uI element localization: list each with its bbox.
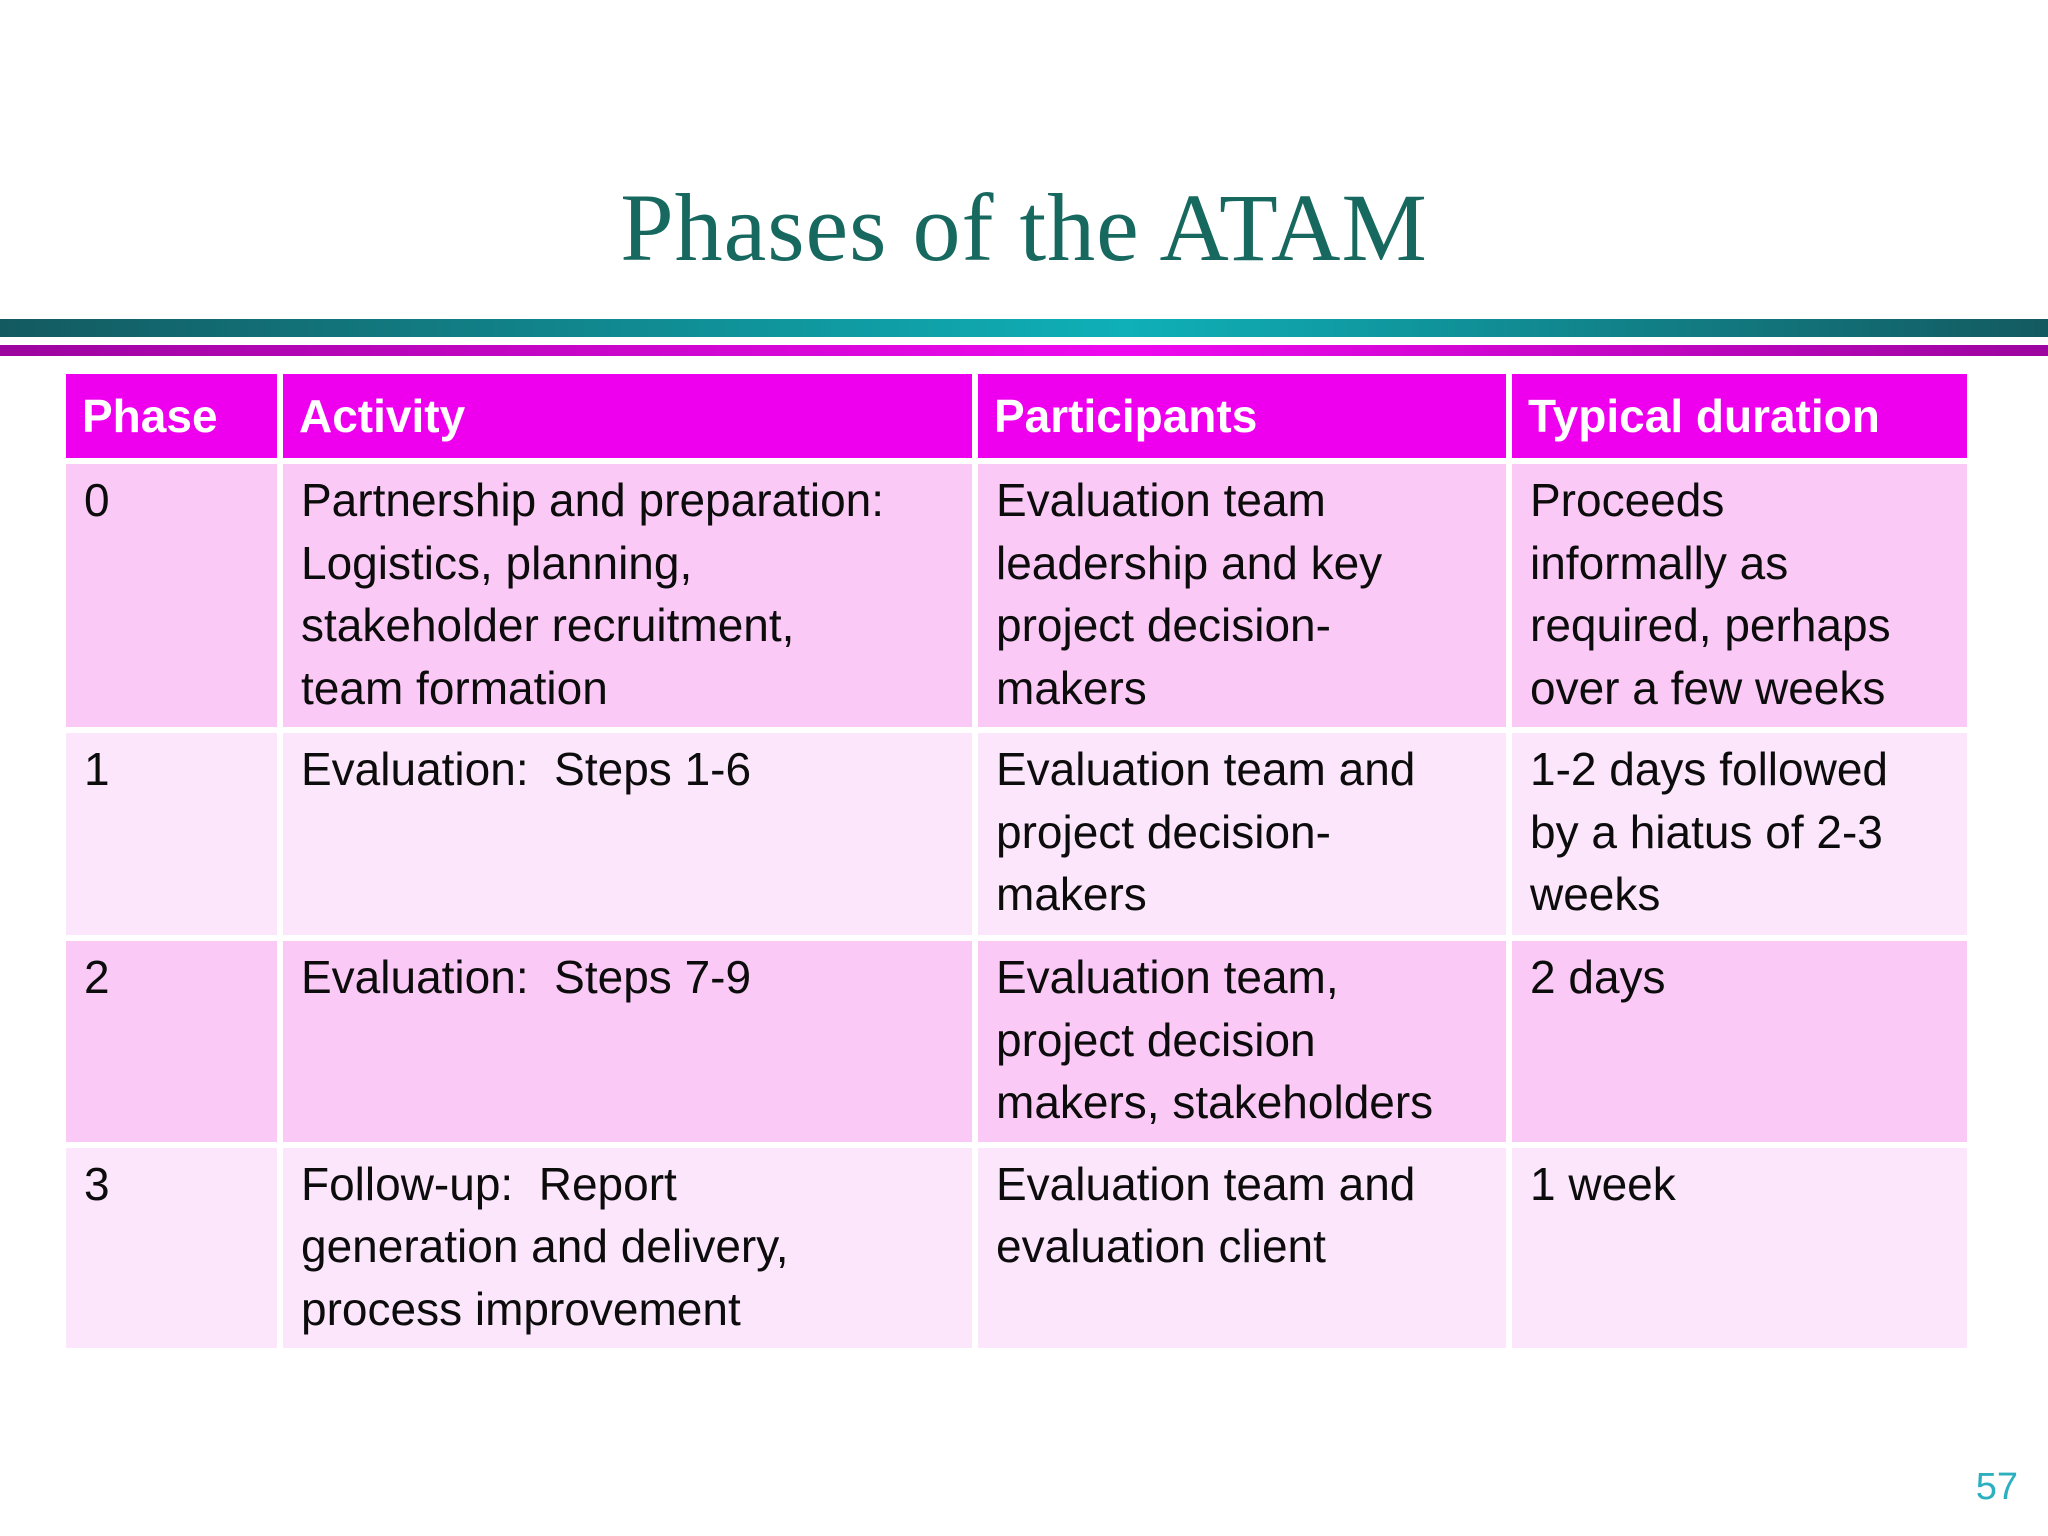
header-cell-participants: Participants <box>978 374 1506 458</box>
cell-activity: Evaluation: Steps 7-9 <box>283 941 972 1142</box>
header-cell-typical-duration: Typical duration <box>1512 374 1967 458</box>
table-row-phase-1: 1 Evaluation: Steps 1-6 Evaluation team … <box>66 733 1967 936</box>
slide-title: Phases of the ATAM <box>620 174 1428 281</box>
cell-phase: 3 <box>66 1147 277 1349</box>
cell-duration: 1 week <box>1512 1147 1967 1349</box>
header-cell-phase: Phase <box>66 374 277 458</box>
header-cell-activity: Activity <box>283 374 972 458</box>
phases-table: Phase Activity Participants Typical dura… <box>60 368 1973 1354</box>
cell-duration: 1-2 days followed by a hiatus of 2-3 wee… <box>1512 733 1967 936</box>
cell-activity: Partnership and preparation: Logistics, … <box>283 464 972 728</box>
page-number: 57 <box>1975 1466 2018 1508</box>
cell-duration: 2 days <box>1512 941 1967 1142</box>
teal-divider-bar <box>0 319 2048 337</box>
cell-phase: 1 <box>66 733 277 936</box>
cell-participants: Evaluation team leadership and key proje… <box>978 464 1506 728</box>
cell-activity: Follow-up: Report generation and deliver… <box>283 1147 972 1349</box>
table-row-phase-2: 2 Evaluation: Steps 7-9 Evaluation team,… <box>66 941 1967 1142</box>
cell-activity: Evaluation: Steps 1-6 <box>283 733 972 936</box>
cell-participants: Evaluation team and evaluation client <box>978 1147 1506 1349</box>
table-row-phase-0: 0 Partnership and preparation: Logistics… <box>66 464 1967 728</box>
cell-participants: Evaluation team and project decision- ma… <box>978 733 1506 936</box>
cell-participants: Evaluation team, project decision makers… <box>978 941 1506 1142</box>
magenta-divider-bar <box>0 345 2048 356</box>
cell-phase: 2 <box>66 941 277 1142</box>
cell-phase: 0 <box>66 464 277 728</box>
table-row-phase-3: 3 Follow-up: Report generation and deliv… <box>66 1147 1967 1349</box>
table-header-row: Phase Activity Participants Typical dura… <box>66 374 1967 458</box>
cell-duration: Proceeds informally as required, perhaps… <box>1512 464 1967 728</box>
